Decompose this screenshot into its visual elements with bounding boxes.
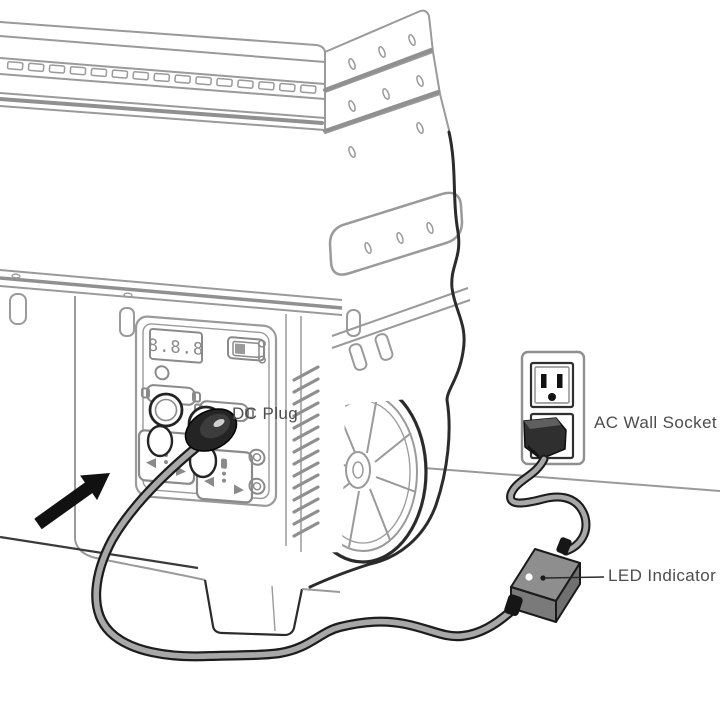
power-adapter — [504, 537, 605, 623]
led-leader-dot — [540, 575, 546, 581]
floor-line-left — [0, 535, 199, 570]
lid-linework — [0, 9, 450, 134]
label-dc-plug: DC Plug — [232, 404, 299, 423]
adapter-dc-outlet — [504, 594, 523, 616]
lid-accent-lines — [0, 48, 440, 133]
portable-power-station — [0, 6, 471, 637]
wheel-hub-cap — [352, 461, 364, 479]
led-leader-line — [544, 576, 605, 579]
base-foot-recess — [203, 579, 304, 637]
indicator-dot-2 — [258, 355, 266, 364]
socket-cap-left — [146, 424, 174, 458]
dc-socket-left — [148, 392, 184, 428]
lid-rivets — [348, 34, 424, 158]
display-button — [154, 365, 170, 381]
adapter-ac-inlet — [556, 537, 572, 555]
ac-plug — [523, 417, 567, 460]
label-led-indicator: LED Indicator — [608, 566, 717, 585]
body-edge-mask — [288, 358, 346, 554]
dc-output-jacks — [248, 448, 266, 495]
label-ac-wall-socket: AC Wall Socket — [594, 413, 718, 432]
ac-cable — [506, 454, 591, 556]
wheel-hub — [345, 451, 371, 489]
power-switch — [227, 336, 265, 362]
side-handle-bracket — [328, 191, 471, 371]
side-vent-hatch — [292, 365, 320, 538]
led-indicator-dot — [525, 573, 533, 581]
battery-display-digits: 8.8.8 — [148, 336, 204, 360]
device-base — [74, 296, 341, 637]
receptacle-top — [529, 361, 575, 409]
dc-socket-left-inner — [154, 398, 178, 422]
floor-line-right — [423, 467, 720, 492]
indicator-dot-1 — [258, 339, 266, 348]
body-front-face — [0, 108, 325, 300]
dc-cable — [91, 441, 515, 662]
ac-wall-socket — [520, 350, 586, 466]
battery-display — [149, 328, 203, 364]
body-right-contour — [308, 130, 466, 589]
lid-vent-slots — [6, 61, 317, 94]
dc-plug — [184, 408, 238, 452]
direction-arrow-icon — [34, 473, 110, 530]
